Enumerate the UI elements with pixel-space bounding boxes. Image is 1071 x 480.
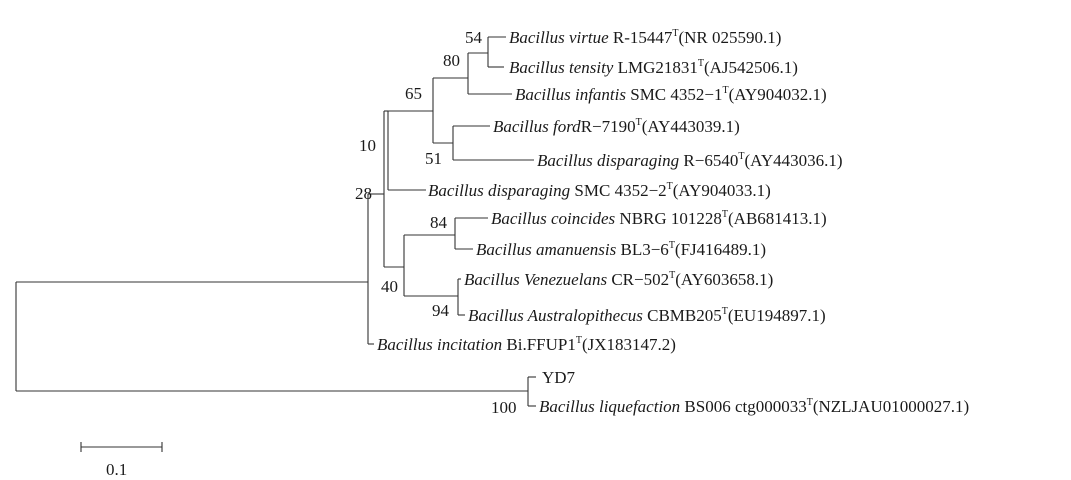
bootstrap-label-n12345: 65 (405, 84, 422, 103)
bootstrap-label-n123: 80 (443, 51, 460, 70)
leaf-label-l4: Bacillus fordR−7190T(AY443039.1) (493, 117, 740, 136)
scale-bar (80, 442, 163, 452)
leaf-label-l3: Bacillus infantis SMC 4352−1T(AY904032.1… (515, 85, 827, 104)
leaf-label-l6: Bacillus disparaging SMC 4352−2T(AY90403… (428, 181, 771, 200)
leaf-label-l2: Bacillus tensity LMG21831T(AJ542506.1) (509, 58, 798, 77)
bootstrap-label-n1213: 100 (491, 398, 517, 417)
bootstrap-label-n1to10: 28 (355, 184, 372, 203)
bootstrap-label-n12: 54 (465, 28, 483, 47)
bootstrap-labels: 54 80 51 65 10 84 94 40 28 100 (355, 28, 517, 417)
leaf-label-l11: Bacillus incitation Bi.FFUP1T(JX183147.2… (377, 335, 676, 354)
bootstrap-label-n910: 94 (432, 301, 450, 320)
leaf-label-l5: Bacillus disparaging R−6540T(AY443036.1) (537, 151, 843, 170)
scale-bar-label: 0.1 (106, 460, 127, 479)
bootstrap-label-n78: 84 (430, 213, 448, 232)
bootstrap-label-n7to10: 40 (381, 277, 398, 296)
leaf-label-l9: Bacillus Venezuelans CR−502T(AY603658.1) (464, 270, 773, 289)
leaf-label-l12: YD7 (542, 368, 576, 387)
leaf-label-l10: Bacillus Australopithecus CBMB205T(EU194… (468, 306, 826, 325)
tree-branches (15, 36, 536, 452)
leaf-label-l8: Bacillus amanuensis BL3−6T(FJ416489.1) (476, 240, 766, 259)
leaf-label-l1: Bacillus virtue R-15447T(NR 025590.1) (509, 28, 781, 47)
leaf-labels: Bacillus virtue R-15447T(NR 025590.1) Ba… (377, 28, 969, 416)
leaf-label-l13: Bacillus liquefaction BS006 ctg000033T(N… (539, 397, 969, 416)
bootstrap-label-n1to6: 10 (359, 136, 376, 155)
bootstrap-label-n45: 51 (425, 149, 442, 168)
leaf-label-l7: Bacillus coincides NBRG 101228T(AB681413… (491, 209, 827, 228)
